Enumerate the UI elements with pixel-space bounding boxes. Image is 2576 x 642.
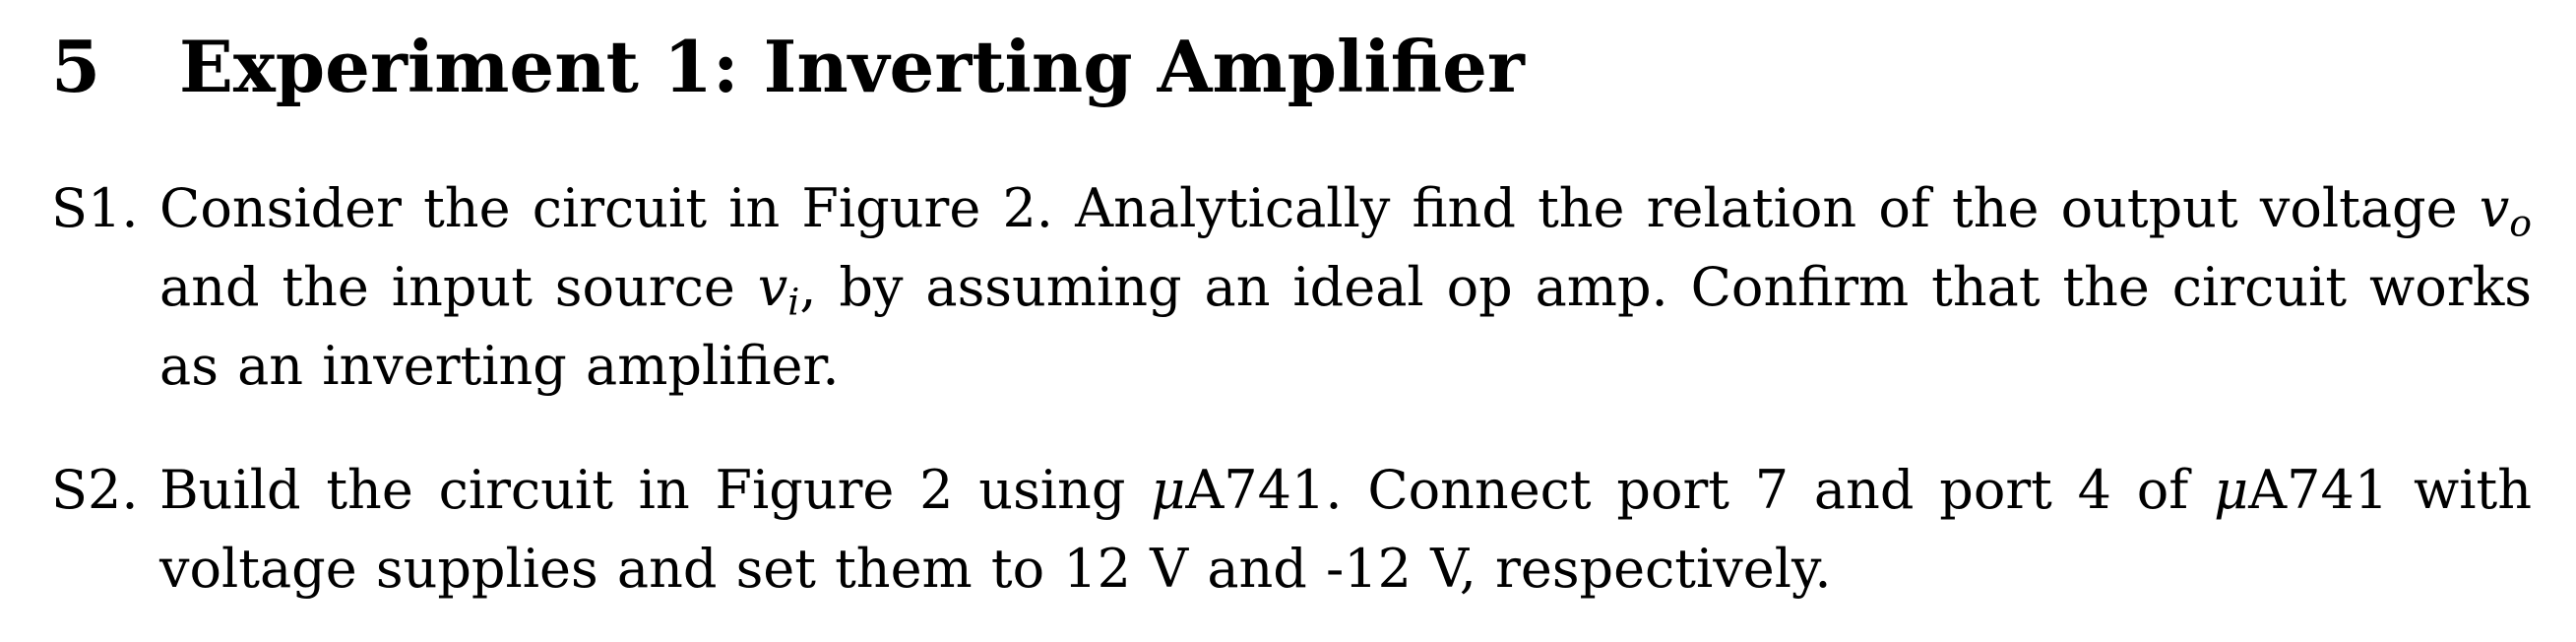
step-s2: S2. Build the circuit in Figure 2 using …	[51, 451, 2532, 609]
section-number: 5	[51, 25, 101, 108]
math-base: v	[757, 256, 788, 318]
step-text-part: A741. Connect port 7 and port 4 of	[1185, 459, 2215, 521]
step-text-part: A741 with voltage supplies and set them …	[159, 459, 2532, 600]
step-label: S2.	[51, 459, 139, 521]
mu-symbol: μ	[1151, 459, 1186, 521]
math-base: v	[2479, 177, 2510, 239]
step-text-part: Build the circuit in Figure 2 using	[159, 459, 1152, 521]
step-text-part: Consider the circuit in Figure 2. Analyt…	[159, 177, 2480, 239]
step-text-part: , by assuming an ideal op amp. Confirm t…	[159, 256, 2533, 397]
section-heading: 5 Experiment 1: Inverting Amplifier	[51, 18, 1525, 116]
step-label: S1.	[51, 177, 139, 239]
step-text: Consider the circuit in Figure 2. Analyt…	[159, 169, 2532, 406]
input-voltage-symbol: vi	[757, 256, 800, 320]
math-subscript: i	[787, 280, 800, 324]
step-s1: S1. Consider the circuit in Figure 2. An…	[51, 169, 2532, 406]
mu-symbol: μ	[2214, 459, 2249, 521]
step-text-part: and the input source	[159, 256, 758, 318]
step-text: Build the circuit in Figure 2 using μA74…	[159, 451, 2532, 609]
math-subscript: o	[2509, 201, 2532, 245]
section-title: Experiment 1: Inverting Amplifier	[179, 25, 1525, 108]
output-voltage-symbol: vo	[2479, 177, 2532, 241]
